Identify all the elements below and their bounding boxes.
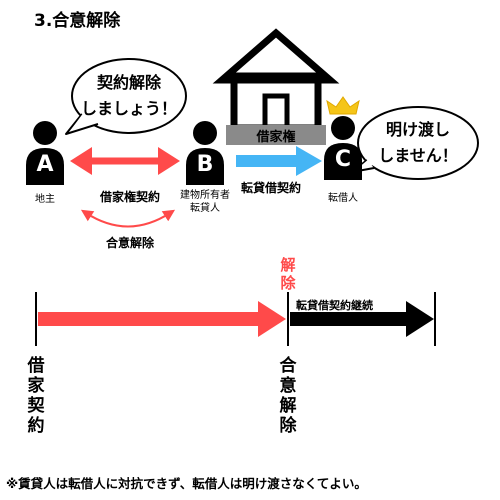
person-c-icon (324, 116, 362, 180)
mid-char-3: 解 (279, 396, 297, 416)
timeline-mid-label: 合 意 解 除 (279, 356, 297, 436)
party-c-letter: C (334, 147, 352, 172)
party-c-role: 転借人 (328, 193, 358, 204)
person-a-icon (26, 121, 64, 185)
person-b-icon (186, 121, 224, 185)
timeline (35, 292, 436, 346)
kaijo-char-2: 除 (280, 274, 296, 292)
right-bubble-text: 明け渡し しません！ (358, 117, 478, 169)
house-icon (212, 28, 340, 145)
party-b-letter: B (196, 152, 214, 177)
left-bubble-line2: しましょう！ (80, 99, 177, 118)
house-label: 借家権 (256, 130, 296, 145)
ab-contract-label: 借家権契約 (99, 190, 160, 204)
contract-arrow-ab (70, 147, 180, 175)
left-bubble-text: 契約解除 しましょう！ (72, 70, 186, 122)
mutual-termination-arrow (80, 209, 176, 228)
start-char-2: 家 (27, 376, 45, 396)
right-bubble-line2: しません！ (378, 146, 458, 165)
party-b-role: 建物所有者 転貸人 (175, 189, 235, 215)
page-title: 3.合意解除 (34, 11, 121, 31)
speech-bubble-left (65, 58, 187, 135)
party-b-role-line1: 建物所有者 (180, 190, 230, 201)
crown-icon (326, 96, 360, 115)
timeline-kaijo-label: 解 除 (279, 256, 297, 292)
start-char-3: 契 (27, 396, 45, 416)
start-char-1: 借 (27, 356, 45, 376)
kaijo-char-1: 解 (280, 256, 296, 274)
ab-mutual-label: 合意解除 (105, 236, 154, 250)
left-bubble-line1: 契約解除 (96, 73, 161, 92)
footnote: ※賃貸人は転借人に対抗できず、転借人は明け渡さなくてよい。 (6, 476, 367, 491)
sublease-arrow-bc (236, 146, 322, 176)
mid-char-2: 意 (279, 376, 297, 396)
timeline-continued-label: 転貸借契約継続 (296, 299, 373, 312)
mid-char-4: 除 (279, 416, 297, 436)
party-a-role: 地主 (35, 194, 55, 205)
timeline-start-label: 借 家 契 約 (27, 356, 45, 436)
start-char-4: 約 (27, 416, 45, 436)
mid-char-1: 合 (279, 356, 297, 376)
right-bubble-line1: 明け渡し (385, 120, 450, 139)
bc-contract-label: 転貸借契約 (240, 181, 301, 195)
party-b-role-line2: 転貸人 (190, 203, 220, 214)
party-a-letter: A (36, 152, 54, 177)
